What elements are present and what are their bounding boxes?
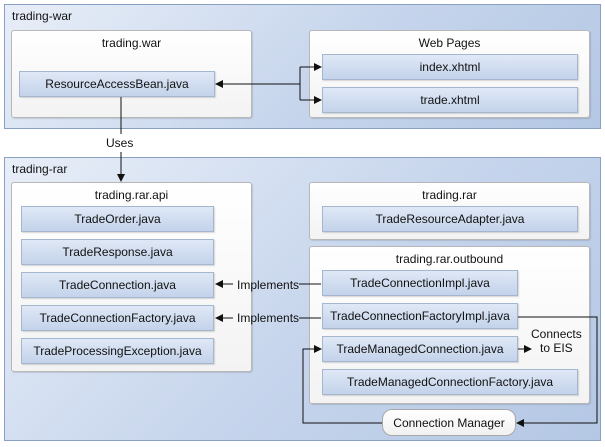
web-pages-panel-title: Web Pages (418, 36, 481, 50)
trade-connection-factory-impl-file[interactable]: TradeConnectionFactoryImpl.java (322, 303, 518, 329)
trading-war-label: trading-war (12, 9, 73, 23)
trade-processing-exception-file[interactable]: TradeProcessingException.java (21, 338, 214, 364)
trade-resource-adapter-file[interactable]: TradeResourceAdapter.java (322, 206, 578, 232)
trade-connection-factory-file[interactable]: TradeConnectionFactory.java (21, 305, 214, 331)
implements-label-connection: Implements (237, 278, 300, 292)
trading-rar-label: trading-rar (12, 162, 68, 176)
trading-rar-api-panel-title: trading.rar.api (94, 188, 169, 202)
trade-xhtml-file[interactable]: trade.xhtml (322, 87, 578, 113)
uses-label: Uses (106, 136, 134, 150)
trading-rar-outbound-panel-title: trading.rar.outbound (395, 252, 504, 266)
trade-order-file[interactable]: TradeOrder.java (21, 206, 214, 232)
connects-to-eis-label: Connects to EIS (531, 327, 582, 355)
connects-line-2: to EIS (540, 341, 573, 355)
trading-rar-panel-title: trading.rar (422, 188, 477, 202)
connects-line-1: Connects (531, 327, 582, 341)
trade-response-file[interactable]: TradeResponse.java (21, 239, 214, 265)
connection-manager-box[interactable]: Connection Manager (382, 409, 516, 436)
trade-managed-connection-factory-file[interactable]: TradeManagedConnectionFactory.java (322, 369, 578, 395)
resource-access-bean-file[interactable]: ResourceAccessBean.java (19, 71, 215, 97)
trade-managed-connection-file[interactable]: TradeManagedConnection.java (322, 336, 518, 362)
implements-label-factory: Implements (237, 311, 300, 325)
index-xhtml-file[interactable]: index.xhtml (322, 54, 578, 80)
trade-connection-file[interactable]: TradeConnection.java (21, 272, 214, 298)
trade-connection-impl-file[interactable]: TradeConnectionImpl.java (322, 270, 518, 296)
trading-war-panel-title: trading.war (101, 36, 162, 50)
